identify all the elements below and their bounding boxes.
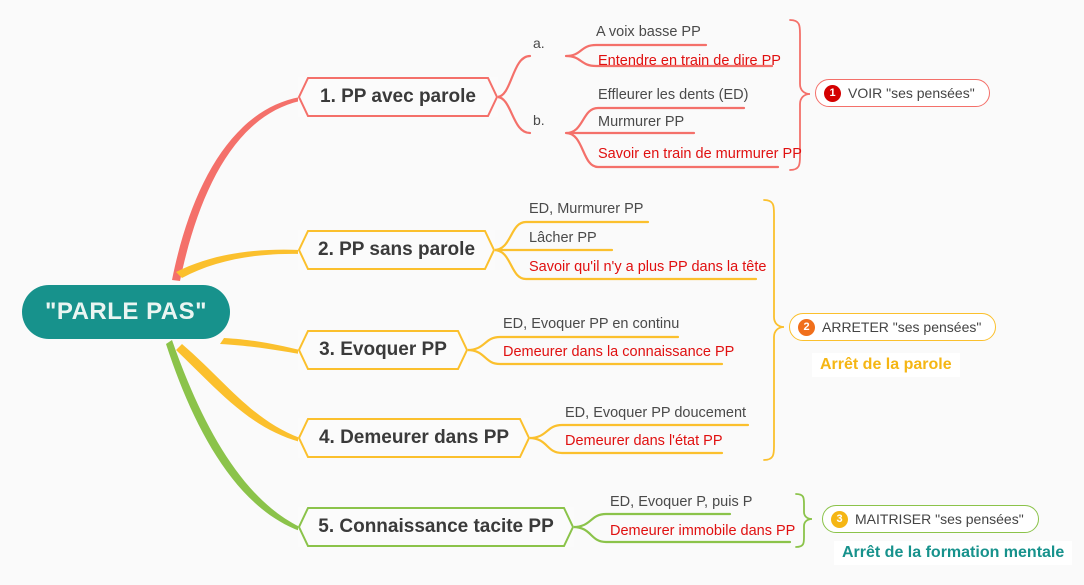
root-node[interactable]: "PARLE PAS": [22, 285, 230, 339]
branch-label-1: 1. PP avec parole: [320, 86, 476, 107]
branch-node-1[interactable]: 1. PP avec parole: [298, 77, 498, 117]
trunk-branch-4: [176, 344, 300, 442]
summary-badge-2: 2: [798, 318, 815, 336]
leaf-item[interactable]: Savoir qu'il n'y a plus PP dans la tête: [529, 259, 767, 275]
summary-note-2: Arrêt de la parole: [812, 353, 960, 377]
leaf-item[interactable]: Lâcher PP: [529, 230, 597, 246]
summary-pill-1[interactable]: 1 VOIR "ses pensées": [815, 79, 990, 107]
trunk-branch-5: [166, 340, 300, 531]
subgroup-label-b: b.: [533, 112, 545, 128]
leaf-item[interactable]: A voix basse PP: [596, 24, 701, 40]
leaf-item[interactable]: Entendre en train de dire PP: [598, 53, 781, 69]
leaf-item[interactable]: Murmurer PP: [598, 114, 685, 130]
summary-pill-3[interactable]: 3 MAITRISER "ses pensées": [822, 505, 1039, 533]
leaf-item[interactable]: Savoir en train de murmurer PP: [598, 146, 802, 162]
branch-label-2: 2. PP sans parole: [318, 239, 476, 260]
fork-branch-1: [495, 54, 532, 135]
brace-summary-2: [763, 199, 785, 461]
branch-node-3[interactable]: 3. Evoquer PP: [298, 330, 468, 370]
summary-note-3: Arrêt de la formation mentale: [834, 541, 1073, 565]
leaf-item[interactable]: Effleurer les dents (ED): [598, 87, 749, 103]
leaf-item[interactable]: Demeurer dans la connaissance PP: [503, 344, 735, 360]
brace-summary-3: [795, 493, 813, 548]
leaf-item[interactable]: Demeurer immobile dans PP: [610, 523, 796, 539]
root-label: "PARLE PAS": [44, 298, 208, 325]
leaf-item[interactable]: ED, Evoquer P, puis P: [610, 494, 753, 510]
branch-label-3: 3. Evoquer PP: [319, 339, 447, 360]
summary-badge-3: 3: [831, 510, 848, 528]
branch-node-5[interactable]: 5. Connaissance tacite PP: [298, 507, 574, 547]
summary-pill-2[interactable]: 2 ARRETER "ses pensées": [789, 313, 997, 341]
trunk-branch-1: [172, 97, 300, 281]
summary-label-1: VOIR "ses pensées": [848, 85, 975, 101]
branch-node-4[interactable]: 4. Demeurer dans PP: [298, 418, 530, 458]
subgroup-label-a: a.: [533, 35, 545, 51]
leaf-item[interactable]: Demeurer dans l'état PP: [565, 433, 723, 449]
leaf-item[interactable]: ED, Murmurer PP: [529, 201, 644, 217]
leaf-item[interactable]: ED, Evoquer PP en continu: [503, 316, 680, 332]
leaf-item[interactable]: ED, Evoquer PP doucement: [565, 405, 747, 421]
trunk-branch-3: [220, 338, 300, 354]
summary-label-3: MAITRISER "ses pensées": [855, 511, 1024, 527]
summary-badge-1: 1: [824, 84, 841, 102]
trunk-branch-2: [176, 249, 300, 278]
branch-node-2[interactable]: 2. PP sans parole: [298, 230, 495, 270]
branch-label-5: 5. Connaissance tacite PP: [318, 516, 554, 537]
branch-label-4: 4. Demeurer dans PP: [318, 427, 510, 448]
summary-label-2: ARRETER "ses pensées": [822, 319, 982, 335]
